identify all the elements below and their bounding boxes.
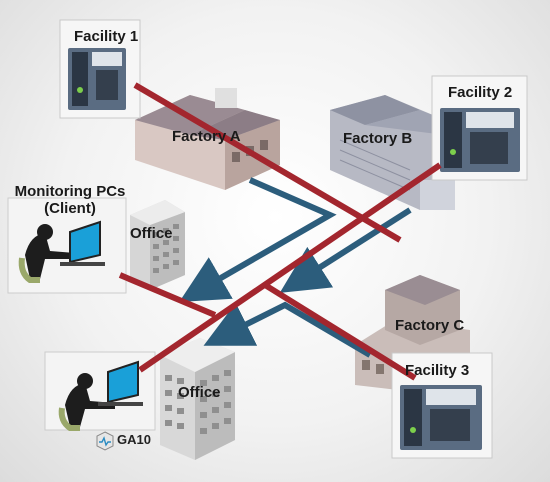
line-facility-2 [138, 162, 442, 373]
flow-arrow-factory-c [203, 301, 372, 358]
office-building-2 [160, 338, 235, 460]
line-monitoring-pc [118, 272, 217, 318]
network-lines [118, 82, 442, 381]
facility-3-label: Facility 3 [405, 362, 470, 379]
facility-1-device [68, 48, 126, 110]
ga10-software-label: GA10 [117, 432, 151, 447]
data-flow-arrows [179, 177, 412, 358]
office-building-1 [130, 200, 185, 290]
ga10-logo-icon [96, 431, 114, 451]
office-label-1: Office [130, 225, 173, 242]
monitoring-pc-client-illustration [18, 220, 105, 283]
facility-3-device [400, 385, 482, 450]
facility-1-label: Facility 1 [74, 28, 139, 45]
flow-arrow-factory-b [279, 207, 412, 293]
flow-arrow-factory-a [179, 177, 337, 302]
monitoring-pc-label-line2: (Client) [44, 200, 96, 218]
line-facility-1 [133, 82, 402, 243]
monitoring-pc-label-line1: Monitoring PCs [14, 183, 126, 200]
facility-2-label: Facility 2 [448, 84, 513, 101]
factory-b-label: Factory B [343, 130, 413, 147]
factory-a-label: Factory A [172, 128, 241, 145]
facility-2-device [440, 108, 520, 172]
monitoring-pc-illustration-2 [58, 360, 143, 431]
office-label-2: Office [178, 384, 221, 401]
line-facility-3 [263, 282, 417, 381]
ga10-software-label-wrap: GA10 [117, 432, 151, 447]
factory-c-label: Factory C [395, 317, 465, 334]
monitoring-pc-label: Monitoring PCs (Client) [14, 183, 126, 218]
